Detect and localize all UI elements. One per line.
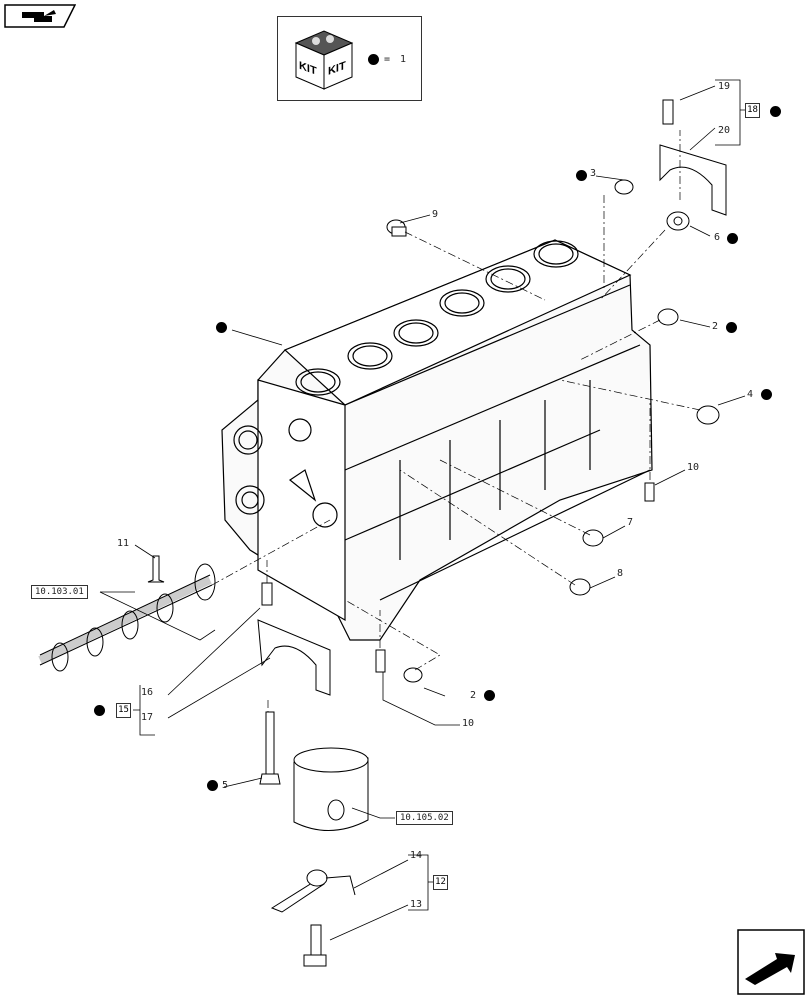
callout-dot-18 bbox=[770, 106, 781, 117]
callout-2a: 2 bbox=[712, 321, 719, 332]
ref-camshaft[interactable]: 10.103.01 bbox=[31, 585, 88, 599]
callout-dot-6 bbox=[727, 233, 738, 244]
callout-19: 19 bbox=[718, 81, 731, 92]
callout-10a: 10 bbox=[687, 462, 700, 473]
nav-back-icon bbox=[4, 4, 76, 28]
callout-11: 11 bbox=[117, 538, 130, 549]
kit-box-icon: KIT KIT bbox=[294, 30, 354, 90]
ref-piston[interactable]: 10.105.02 bbox=[396, 811, 453, 825]
callout-dot-3 bbox=[576, 170, 587, 181]
callout-13: 13 bbox=[410, 899, 423, 910]
callout-3: 3 bbox=[590, 168, 597, 179]
callout-15: 15 bbox=[116, 703, 131, 718]
callout-4: 4 bbox=[747, 389, 754, 400]
callout-18: 18 bbox=[745, 103, 760, 118]
nav-forward-icon bbox=[737, 929, 805, 995]
callout-dot-2a bbox=[726, 322, 737, 333]
callout-12: 12 bbox=[433, 875, 448, 890]
kit-number: 1 bbox=[400, 54, 407, 65]
callout-dot-2b bbox=[484, 690, 495, 701]
callout-dot-main bbox=[216, 322, 227, 333]
callout-16: 16 bbox=[141, 687, 154, 698]
callout-8: 8 bbox=[617, 568, 624, 579]
callout-10b: 10 bbox=[462, 718, 475, 729]
callout-6: 6 bbox=[714, 232, 721, 243]
kit-dot bbox=[368, 54, 379, 65]
nav-forward-button[interactable] bbox=[737, 929, 805, 995]
nav-back-tab[interactable] bbox=[4, 4, 76, 28]
callout-5: 5 bbox=[222, 780, 229, 791]
callout-2b: 2 bbox=[470, 690, 477, 701]
callout-dot-4 bbox=[761, 389, 772, 400]
callout-14: 14 bbox=[410, 850, 423, 861]
callout-7: 7 bbox=[627, 517, 634, 528]
callout-dot-15 bbox=[94, 705, 105, 716]
kit-legend: KIT KIT = 1 bbox=[277, 16, 422, 101]
callout-20: 20 bbox=[718, 125, 731, 136]
callout-dot-5 bbox=[207, 780, 218, 791]
callout-9: 9 bbox=[432, 209, 439, 220]
kit-equals: = bbox=[384, 54, 391, 65]
callout-17: 17 bbox=[141, 712, 154, 723]
